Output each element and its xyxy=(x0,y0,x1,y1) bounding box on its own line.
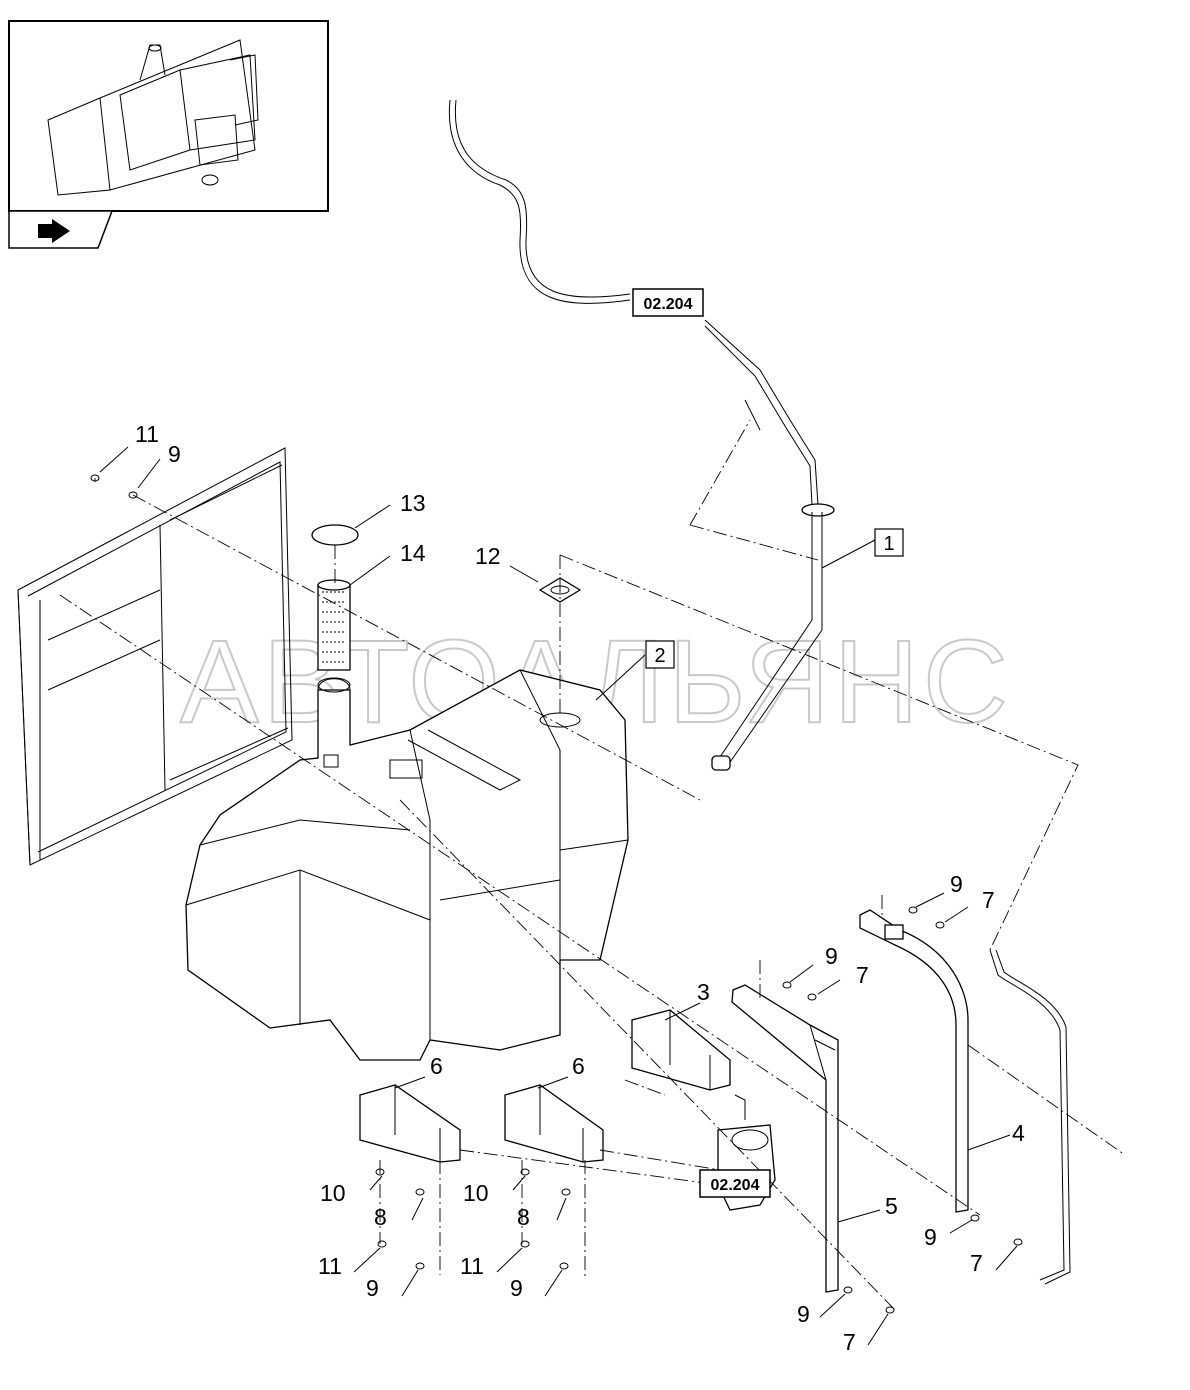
callout-number: 10 xyxy=(320,1180,346,1206)
strap-5 xyxy=(731,984,839,1293)
svg-text:2: 2 xyxy=(654,645,665,667)
reference-box-top[interactable]: 02.204 xyxy=(632,288,704,317)
callout-number: 6 xyxy=(430,1053,443,1079)
callout-number: 9 xyxy=(950,871,963,897)
reference-label: 02.204 xyxy=(644,296,693,313)
fuel-line-right xyxy=(989,949,1071,1285)
leader-lines xyxy=(99,446,1018,1346)
callout-box-1: 1 xyxy=(874,528,904,557)
callout-number: 6 xyxy=(572,1053,585,1079)
callout-number: 7 xyxy=(982,887,995,913)
assembly-axes xyxy=(59,419,1126,1311)
callout-number: 7 xyxy=(856,962,869,988)
callout-number: 5 xyxy=(885,1193,898,1219)
callout-number: 9 xyxy=(168,441,181,467)
bracket-3 xyxy=(631,1009,731,1091)
callout-numbers: 11 9 13 14 12 9 7 9 7 3 6 6 4 5 10 8 11 … xyxy=(135,421,1025,1355)
callout-number: 7 xyxy=(970,1250,983,1276)
callout-number: 9 xyxy=(510,1275,523,1301)
fuel-level-sender xyxy=(711,503,835,771)
callout-number: 3 xyxy=(697,979,710,1005)
svg-text:1: 1 xyxy=(883,533,894,555)
callout-number: 9 xyxy=(924,1224,937,1250)
callout-box-2: 2 xyxy=(645,640,675,669)
callout-number: 14 xyxy=(400,540,426,566)
callout-number: 8 xyxy=(517,1204,530,1230)
callout-number: 8 xyxy=(374,1204,387,1230)
callout-number: 4 xyxy=(1012,1120,1025,1146)
callout-number: 7 xyxy=(843,1329,856,1355)
callout-number: 11 xyxy=(135,421,159,447)
hardware xyxy=(90,474,1023,1314)
bracket-6-left xyxy=(359,1084,461,1163)
strainer xyxy=(317,579,351,671)
reference-box-bottom[interactable]: 02.204 xyxy=(699,1169,771,1198)
callout-number: 11 xyxy=(318,1253,342,1279)
bracket-6-right xyxy=(504,1084,604,1163)
fuel-line xyxy=(448,99,819,506)
callout-number: 10 xyxy=(463,1180,489,1206)
callout-number: 9 xyxy=(797,1301,810,1327)
frame xyxy=(17,447,293,866)
nav-arrow-button[interactable] xyxy=(8,210,114,249)
filler-cap xyxy=(311,524,359,546)
overview-thumbnail[interactable] xyxy=(8,20,329,212)
reference-label: 02.204 xyxy=(711,1177,760,1194)
callout-number: 13 xyxy=(400,490,426,516)
callout-number: 12 xyxy=(475,543,501,569)
fuel-tank xyxy=(185,669,629,1061)
callout-number: 11 xyxy=(460,1253,484,1279)
arrow-right-icon xyxy=(38,219,70,243)
callout-number: 9 xyxy=(825,943,838,969)
strap-4 xyxy=(859,909,969,1213)
callout-number: 9 xyxy=(366,1275,379,1301)
